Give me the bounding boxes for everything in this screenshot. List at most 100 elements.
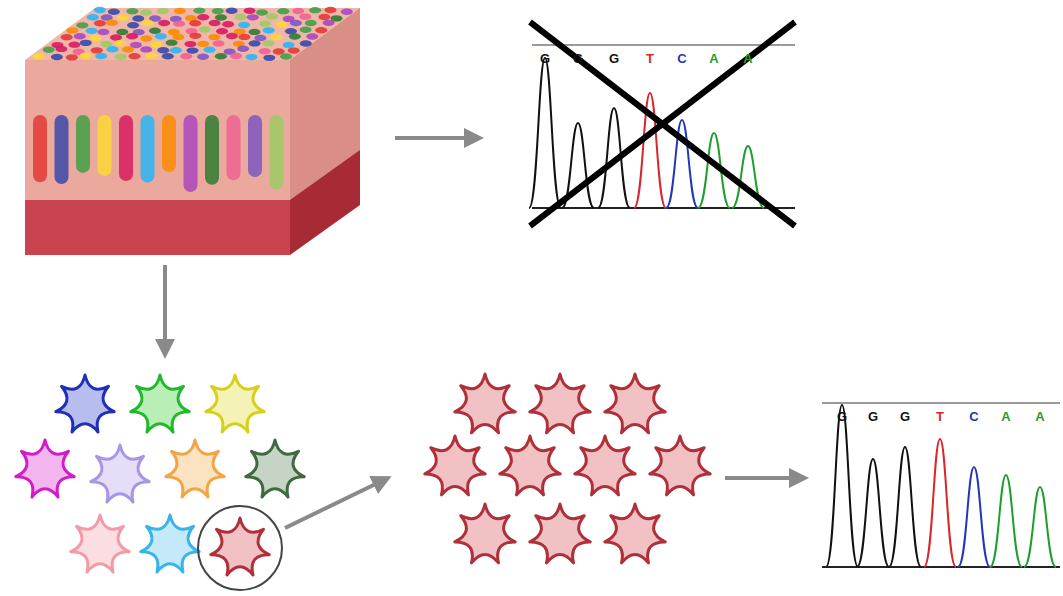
organoid (211, 518, 269, 575)
crypt-opening (87, 14, 99, 20)
crypt-opening (290, 20, 302, 26)
base-letter: G (868, 410, 878, 423)
crypt-opening (226, 33, 238, 39)
arrow (285, 478, 388, 528)
crypt-opening (318, 14, 330, 20)
crypt-opening (89, 35, 101, 41)
organoid-clone (575, 436, 635, 495)
trace-peak (958, 467, 990, 567)
base-letter: A (743, 52, 752, 65)
arrow (163, 265, 167, 355)
crypt-opening (106, 46, 118, 52)
crypt-opening (254, 35, 266, 41)
crypt-opening (117, 14, 129, 20)
crypt-opening (155, 33, 167, 39)
crypt-opening (95, 53, 107, 59)
crypt-opening (166, 39, 178, 45)
crypt-opening (283, 42, 295, 48)
crypt-opening (300, 40, 312, 46)
crypt-opening (114, 40, 126, 46)
organoid-clone (530, 504, 590, 563)
crypt (270, 115, 284, 190)
crypt-opening (275, 21, 287, 27)
selection-circle (198, 506, 282, 590)
organoid (56, 375, 114, 432)
crypt-opening (32, 53, 44, 59)
crypt-opening (288, 47, 300, 53)
organoid (71, 515, 129, 572)
crypt-opening (162, 53, 174, 59)
crypt-opening (189, 20, 201, 26)
organoid-clone (455, 374, 515, 433)
organoid-clone (605, 374, 665, 433)
crypt (76, 115, 90, 173)
chromatogram-top-line (822, 402, 1060, 404)
chromatogram-baseline (532, 207, 795, 209)
organoid-clone (530, 374, 590, 433)
crypt-opening (277, 8, 289, 14)
arrow (725, 476, 805, 480)
crypt-opening (300, 27, 312, 33)
crypt-opening (215, 14, 227, 20)
crypt-opening (76, 22, 88, 28)
trace-peak (990, 475, 1022, 567)
trace-peak (634, 93, 666, 208)
arrow (395, 136, 480, 140)
crypt-opening (256, 9, 268, 15)
crypt-opening (222, 21, 234, 27)
crypt-opening (323, 20, 335, 26)
crypt-opening (270, 34, 282, 40)
crypt (141, 115, 155, 183)
organoid (16, 440, 74, 497)
crypt-opening (126, 33, 138, 39)
organoid (246, 440, 304, 497)
organoid-clone (605, 504, 665, 563)
crypt-opening (280, 53, 292, 59)
base-letter: C (677, 52, 686, 65)
crypt-opening (157, 8, 169, 14)
crypt-opening (140, 46, 152, 52)
crypt-opening (197, 14, 209, 20)
crypt-opening (80, 52, 92, 58)
crypt-opening (249, 40, 261, 46)
crypt (33, 115, 47, 182)
crypt-opening (273, 48, 285, 54)
base-letter: A (1035, 410, 1044, 423)
crypt-opening (51, 54, 63, 60)
trace-peak (1024, 487, 1056, 567)
crypt-opening (145, 52, 157, 58)
crypt-opening (94, 20, 106, 26)
crypt-opening (189, 33, 201, 39)
crypt-opening (61, 34, 73, 40)
crypt-opening (289, 33, 301, 39)
crypt-opening (263, 55, 275, 61)
crypt-opening (150, 41, 162, 47)
crypt-opening (244, 8, 256, 14)
crypt-opening (237, 46, 249, 52)
base-letter: T (936, 410, 944, 423)
crypt-opening (199, 26, 211, 32)
crypt-opening (305, 20, 317, 26)
crypt-opening (106, 20, 118, 26)
crypt-opening (157, 47, 169, 53)
base-letter: G (837, 410, 847, 423)
trace-peak (889, 447, 921, 567)
organoid-clone (425, 436, 485, 495)
crypt-opening (235, 14, 247, 20)
crypt-opening (140, 9, 152, 15)
crypt-opening (110, 34, 122, 40)
crypt-opening (108, 9, 120, 15)
crypt-opening (142, 20, 154, 26)
trace-peak (924, 439, 956, 567)
organoid (131, 375, 189, 432)
base-letter: C (969, 410, 978, 423)
crypt-opening (74, 33, 86, 39)
organoid (166, 440, 224, 497)
crypt-opening (246, 54, 258, 60)
trace-peak (826, 405, 858, 567)
crypt-opening (263, 27, 275, 33)
crypt-opening (140, 35, 152, 41)
base-letter: G (609, 52, 619, 65)
crypt (205, 115, 219, 185)
